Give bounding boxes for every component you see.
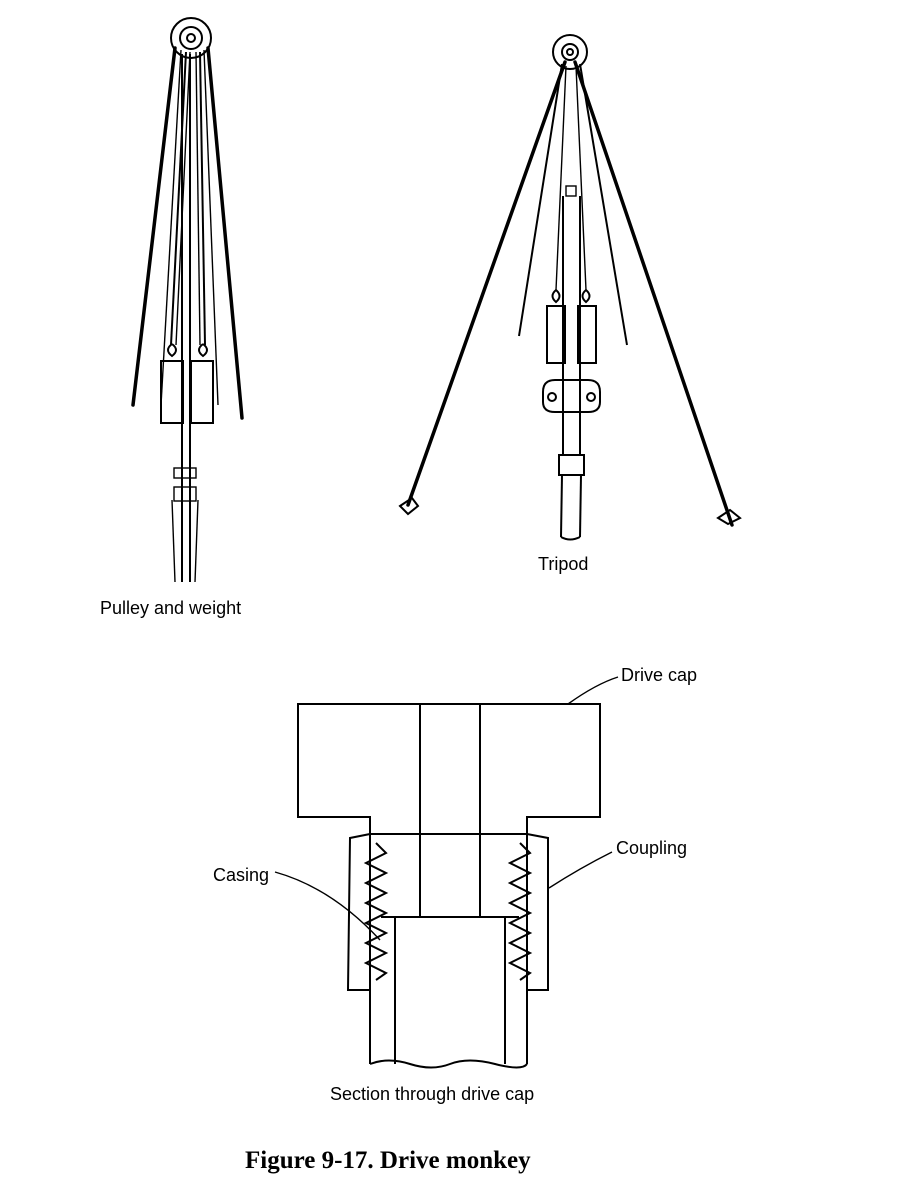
drive-cap-section-drawing (274, 676, 619, 1069)
pulley-ropes (131, 46, 244, 420)
coupling-threads (363, 842, 533, 981)
tripod-drawing (398, 34, 742, 541)
casing-pipe (369, 916, 528, 1069)
tripod-legs (406, 60, 734, 527)
pulley-and-weight-label: Pulley and weight (100, 598, 241, 618)
tripod-drive-rod (558, 185, 585, 541)
pulley-drive-rod (171, 54, 199, 583)
pulley-hooks (167, 343, 208, 358)
drop-weight (160, 360, 214, 424)
coupling-label: Coupling (616, 838, 687, 858)
coupling (346, 833, 549, 991)
pulley-wheel (170, 17, 212, 59)
tripod-pulley-wheel (552, 34, 588, 70)
drive-cap-bore (419, 704, 481, 917)
tripod-ropes (551, 65, 591, 304)
casing-label: Casing (213, 865, 269, 885)
section-label: Section through drive cap (330, 1084, 534, 1104)
callout-lines (274, 676, 619, 941)
figure-caption: Figure 9-17. Drive monkey (245, 1147, 531, 1174)
drive-cap-label: Drive cap (621, 665, 697, 685)
drive-cap-outline (297, 703, 601, 835)
tripod-clamp (542, 379, 601, 413)
pulley-and-weight-drawing (131, 17, 244, 583)
tripod-feet (398, 496, 742, 526)
tripod-weight (546, 305, 597, 364)
tripod-label: Tripod (538, 554, 588, 574)
